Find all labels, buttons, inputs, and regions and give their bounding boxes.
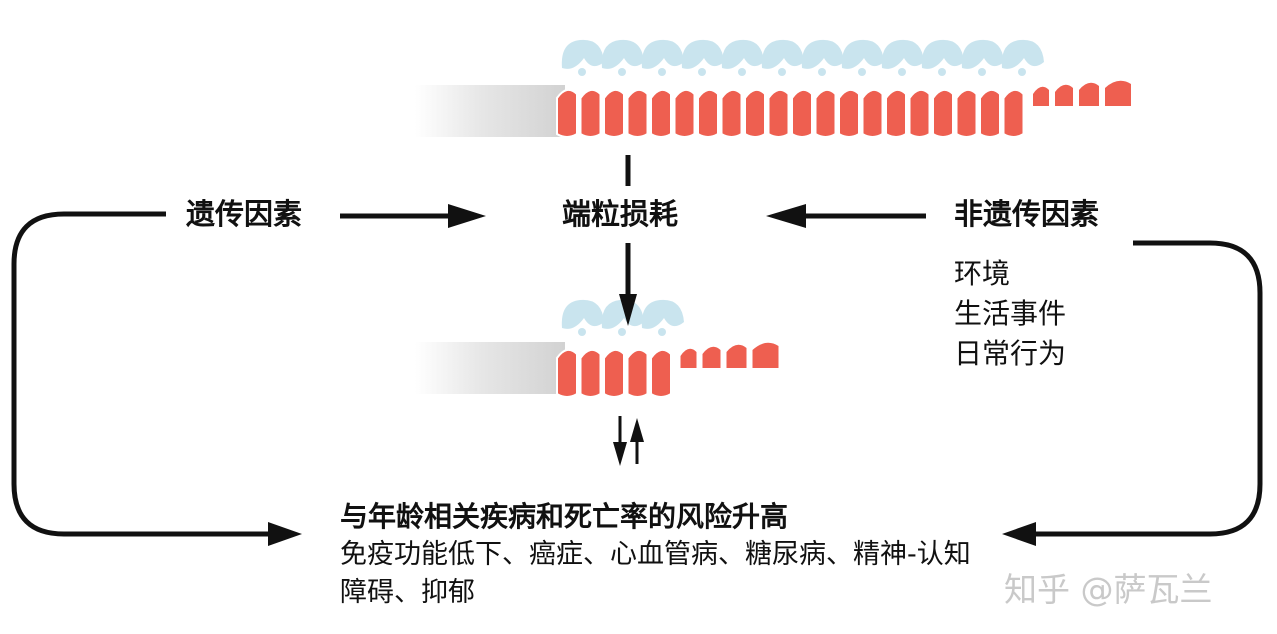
long-repeat	[932, 88, 954, 138]
long-repeat	[556, 88, 578, 138]
nongenetic-factors-label: 非遗传因素	[954, 197, 1100, 231]
long-repeat	[767, 88, 790, 138]
long-repeat	[814, 88, 837, 138]
long-cap-protein	[961, 39, 1004, 69]
nongenetic-item-life-events: 生活事件	[954, 297, 1067, 330]
long-repeat	[720, 88, 743, 138]
short-telomere	[415, 299, 779, 398]
long-repeat	[838, 88, 860, 138]
long-cap-protein	[721, 39, 764, 69]
nongenetic-item-daily-behavior: 日常行为	[954, 337, 1067, 370]
long-cap-protein-dot	[778, 68, 786, 76]
long-cap-protein	[561, 39, 604, 69]
long-cap-protein-dot	[658, 68, 666, 76]
long-cap-protein	[921, 39, 964, 69]
long-cap-protein	[761, 39, 804, 69]
loop-left	[11, 211, 272, 537]
loop-right	[1032, 240, 1263, 537]
long-repeat	[885, 88, 907, 138]
long-cap-protein-dot	[978, 68, 986, 76]
short-overhang	[702, 346, 721, 368]
short-cap-protein-dot	[578, 328, 586, 336]
long-repeat	[908, 88, 931, 138]
short-cap-protein-dot	[658, 328, 666, 336]
long-repeat	[697, 88, 719, 138]
genetic-factors-label: 遗传因素	[186, 197, 303, 231]
long-telomere-cap	[561, 39, 1044, 76]
short-telomere-repeats	[556, 342, 779, 398]
short-overhang	[726, 344, 747, 368]
long-repeat	[791, 88, 813, 138]
short-repeat	[650, 348, 672, 398]
long-cap-protein-dot	[738, 68, 746, 76]
arrowhead-up-small	[630, 418, 644, 442]
long-repeat	[861, 88, 884, 138]
outcome-details: 免疫功能低下、癌症、心血管病、糖尿病、精神-认知障碍、抑郁	[340, 539, 971, 608]
watermark: 知乎 @萨瓦兰	[1004, 570, 1213, 609]
long-repeat	[603, 88, 625, 138]
long-cap-protein	[601, 39, 644, 69]
long-repeat	[626, 88, 649, 138]
telomere-attrition-label: 端粒损耗	[562, 197, 679, 231]
long-cap-protein-dot	[618, 68, 626, 76]
long-cap-protein-dot	[858, 68, 866, 76]
long-repeat	[650, 88, 672, 138]
long-overhang	[1105, 80, 1131, 106]
short-repeat	[626, 348, 649, 398]
short-overhang	[752, 342, 779, 368]
long-cap-protein-dot	[898, 68, 906, 76]
arrowhead-nongenetic	[766, 204, 806, 228]
long-overhang	[1079, 82, 1099, 106]
nongenetic-item-environment: 环境	[954, 257, 1011, 290]
short-repeat	[579, 348, 602, 398]
long-cap-protein-dot	[698, 68, 706, 76]
arrowhead-loop-right	[1002, 522, 1036, 546]
long-chromosome-body	[415, 85, 565, 137]
short-cap-protein	[561, 299, 604, 329]
long-repeat	[955, 88, 978, 138]
short-chromosome-body	[415, 342, 565, 394]
long-repeat	[1002, 88, 1025, 138]
long-cap-protein-dot	[938, 68, 946, 76]
short-telomere-cap	[561, 299, 684, 336]
long-repeat	[579, 88, 602, 138]
long-cap-protein-dot	[1018, 68, 1026, 76]
long-overhang	[1055, 84, 1073, 106]
long-cap-protein	[641, 39, 684, 69]
long-cap-protein	[681, 39, 724, 69]
long-cap-protein	[1001, 39, 1044, 69]
short-overhang	[680, 348, 697, 368]
outcome-block: 与年龄相关疾病和死亡率的风险升高 免疫功能低下、癌症、心血管病、糖尿病、精神-认…	[340, 498, 980, 612]
nongenetic-factors-list: 环境 生活事件 日常行为	[954, 254, 1066, 374]
arrowhead-loop-left	[268, 522, 302, 546]
long-repeat	[744, 88, 766, 138]
long-cap-protein	[801, 39, 844, 69]
arrowhead-down-small	[613, 442, 627, 466]
long-telomere-repeats	[556, 80, 1131, 138]
long-cap-protein	[881, 39, 924, 69]
long-repeat	[673, 88, 696, 138]
long-cap-protein-dot	[818, 68, 826, 76]
long-cap-protein	[841, 39, 884, 69]
outcome-title: 与年龄相关疾病和死亡率的风险升高	[340, 500, 789, 533]
short-repeat	[603, 348, 625, 398]
long-overhang	[1033, 86, 1049, 106]
short-cap-protein	[601, 299, 644, 329]
long-cap-protein-dot	[578, 68, 586, 76]
long-repeat	[979, 88, 1001, 138]
arrowhead-down	[619, 294, 637, 326]
long-telomere	[415, 39, 1131, 138]
arrowhead-genetic	[448, 204, 486, 228]
short-cap-protein-dot	[618, 328, 626, 336]
short-repeat	[556, 348, 578, 398]
short-cap-protein	[641, 299, 684, 329]
